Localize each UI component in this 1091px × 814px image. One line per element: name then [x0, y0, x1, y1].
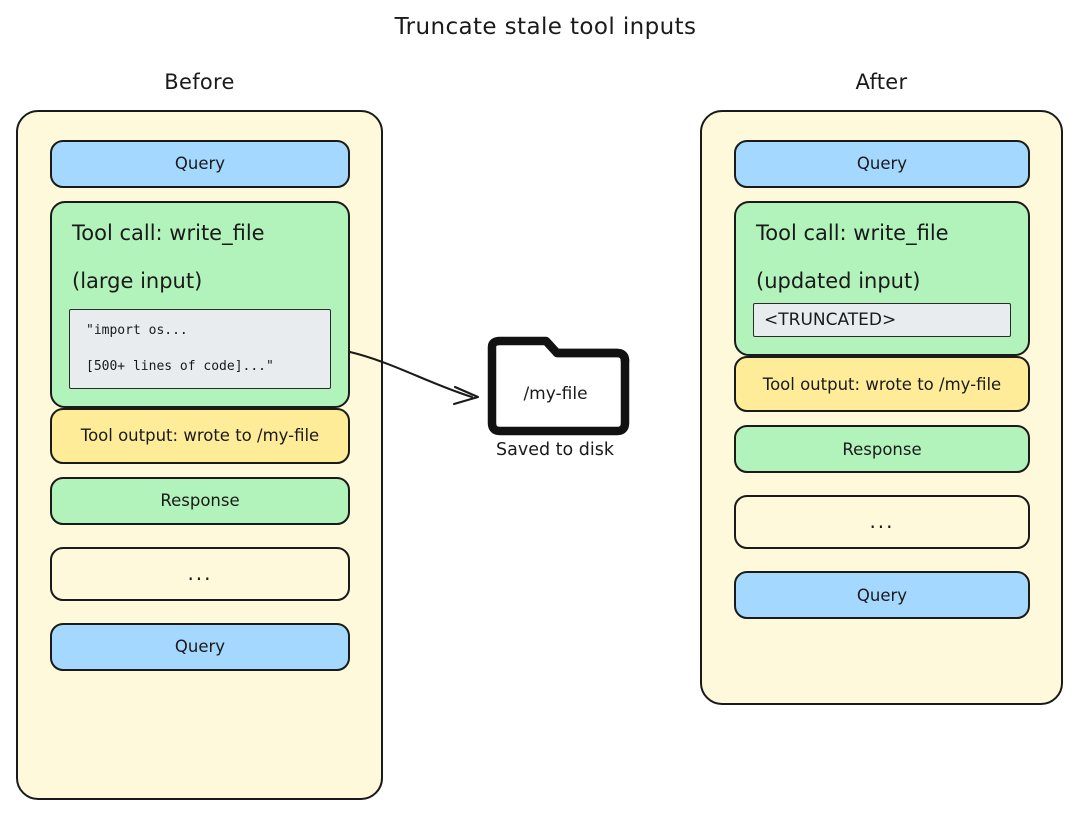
before-tool-call-title: Tool call: write_file: [72, 221, 265, 245]
after-response-block[interactable]: Response: [734, 425, 1030, 474]
after-tool-call-subtitle: (updated input): [756, 269, 921, 294]
before-tool-call-subtitle: (large input): [72, 269, 203, 294]
after-tool-call-block[interactable]: Tool call: write_file (updated input) <T…: [734, 201, 1030, 357]
after-tool-output-block[interactable]: Tool output: wrote to /my-file: [734, 356, 1030, 413]
before-ellipsis-block[interactable]: ...: [50, 546, 350, 601]
after-column-heading: After: [855, 70, 908, 94]
page-title: Truncate stale tool inputs: [394, 14, 697, 40]
after-ellipsis-block[interactable]: ...: [734, 495, 1030, 550]
before-code-line-1: "import os...: [86, 323, 188, 339]
after-query-top-block[interactable]: Query: [734, 140, 1030, 188]
before-code-preview: "import os... [500+ lines of code]...": [69, 309, 331, 389]
before-query-top-block[interactable]: Query: [50, 140, 350, 188]
before-block-list: Query Tool call: write_file (large input…: [50, 140, 350, 671]
before-tool-call-block[interactable]: Tool call: write_file (large input) "imp…: [50, 201, 350, 408]
before-column-heading: Before: [164, 70, 235, 94]
folder-label: /my-file: [523, 384, 588, 404]
before-context-panel: Query Tool call: write_file (large input…: [16, 110, 383, 800]
before-tool-output-block[interactable]: Tool output: wrote to /my-file: [50, 407, 350, 464]
before-code-line-2: [500+ lines of code]...": [86, 358, 274, 374]
after-query-bottom-block[interactable]: Query: [734, 571, 1030, 620]
after-tool-call-title: Tool call: write_file: [756, 221, 949, 245]
before-query-bottom-block[interactable]: Query: [50, 622, 350, 671]
saved-to-disk-caption: Saved to disk: [496, 440, 614, 460]
after-truncated-marker: <TRUNCATED>: [753, 303, 1011, 338]
after-block-list: Query Tool call: write_file (updated inp…: [734, 140, 1030, 620]
folder-group: /my-file: [483, 336, 628, 440]
after-context-panel: Query Tool call: write_file (updated inp…: [700, 110, 1063, 705]
before-response-block[interactable]: Response: [50, 476, 350, 525]
